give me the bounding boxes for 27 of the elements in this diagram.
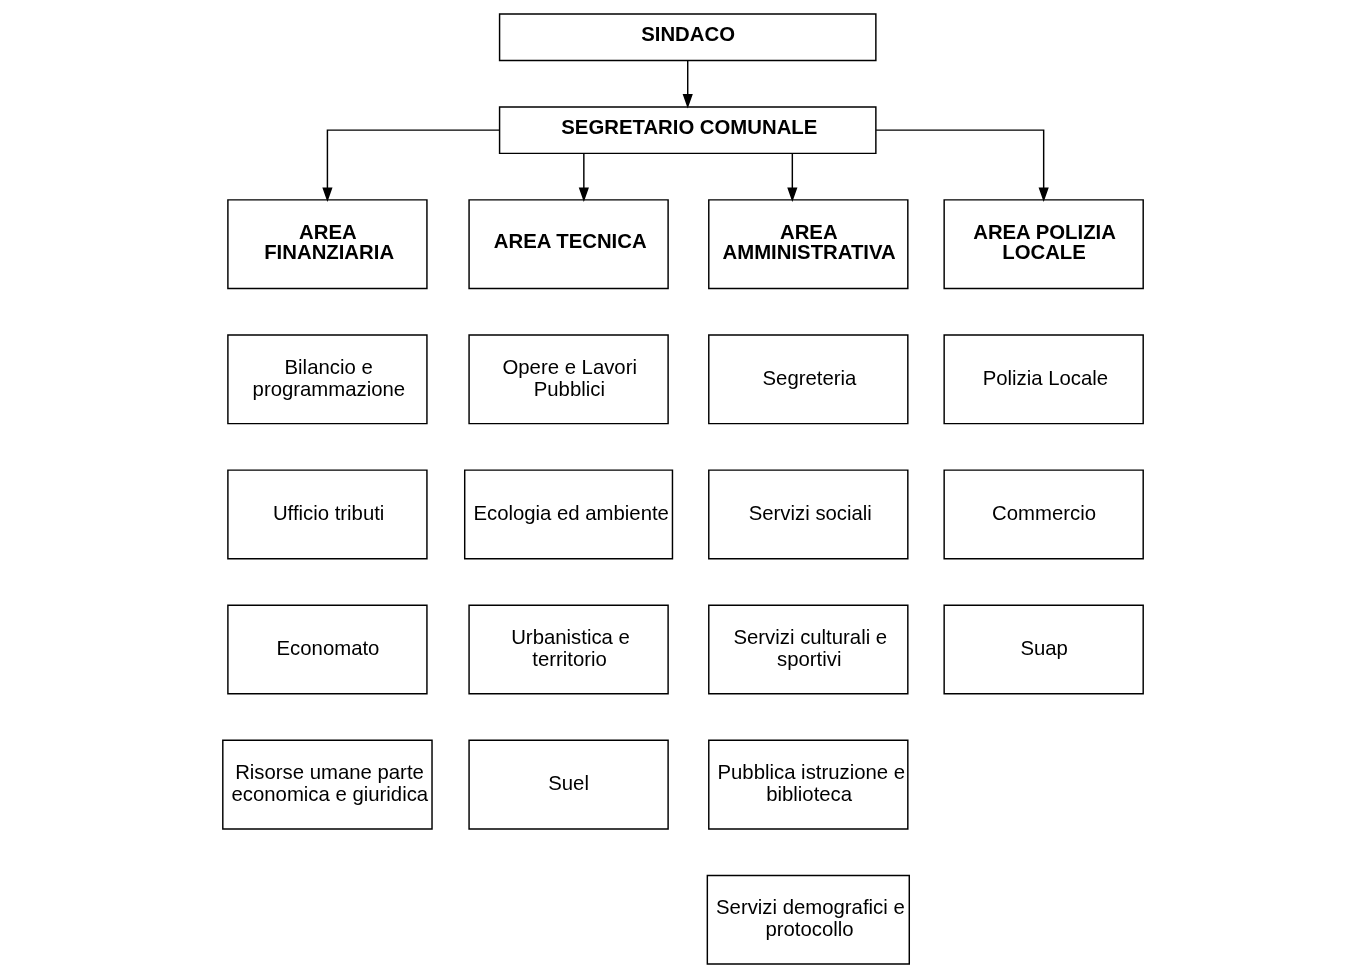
- node-box: SEGRETARIO COMUNALE: [498, 106, 877, 155]
- node-box: Economato: [227, 604, 428, 695]
- node-box: Segreteria: [708, 334, 909, 425]
- node-box: Suel: [468, 739, 669, 830]
- arrow: [682, 59, 693, 109]
- node-box: Bilancio e programmazione: [227, 334, 428, 425]
- node-box: Polizia Locale: [943, 334, 1144, 425]
- node-box: AREA TECNICA: [468, 199, 669, 290]
- arrow: [787, 153, 798, 203]
- node-box: Urbanistica e territorio: [468, 604, 669, 695]
- node-box: AREA AMMINISTRATIVA: [708, 199, 909, 290]
- node-box: Pubblica istruzione e biblioteca: [708, 739, 909, 830]
- node-box: Risorse umane parte economica e giuridica: [222, 739, 433, 830]
- arrow: [875, 129, 1049, 202]
- node-box: Servizi sociali: [708, 469, 909, 560]
- node-box: Commercio: [943, 469, 1144, 560]
- node-box: Ufficio tributi: [227, 469, 428, 560]
- arrow: [578, 153, 589, 203]
- node-box: Servizi culturali e sportivi: [708, 604, 909, 695]
- node-box: AREA POLIZIA LOCALE: [943, 199, 1144, 290]
- node-box: Suap: [943, 604, 1144, 695]
- arrow: [322, 129, 500, 202]
- node-box: Opere e Lavori Pubblici: [468, 334, 669, 425]
- node-box: Ecologia ed ambiente: [464, 469, 674, 560]
- node-box: Servizi demografici e protocollo: [706, 874, 910, 965]
- node-box: SINDACO: [498, 13, 877, 62]
- node-box: AREA FINANZIARIA: [227, 199, 428, 290]
